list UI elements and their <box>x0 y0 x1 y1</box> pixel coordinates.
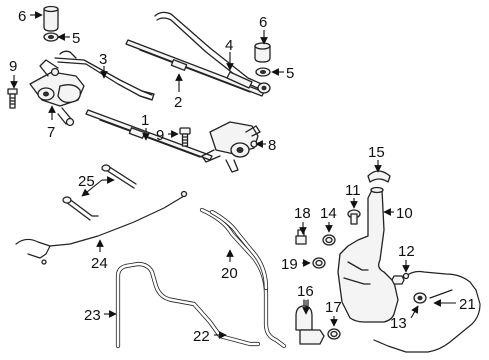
wiper-arm-left <box>54 50 155 101</box>
bolt-left <box>7 88 18 109</box>
callout-9-center: 9 <box>156 127 164 144</box>
callout-23: 23 <box>84 307 101 324</box>
callout-24: 24 <box>91 255 108 272</box>
callout-15: 15 <box>368 144 385 161</box>
callout-6-right: 6 <box>259 14 267 31</box>
wiper-arm-nut-right <box>255 67 271 77</box>
callout-21: 21 <box>459 296 476 313</box>
wiper-arm-cap-left <box>43 5 59 32</box>
callout-3: 3 <box>99 51 107 68</box>
callout-22: 22 <box>193 328 210 345</box>
wiper-arm-cap-right <box>254 42 271 63</box>
washer-nozzle <box>413 292 427 304</box>
callout-17: 17 <box>325 299 342 316</box>
callout-16: 16 <box>297 283 314 300</box>
callout-25: 25 <box>78 173 95 190</box>
pump-grommet <box>327 328 341 340</box>
washer-hose-lower <box>115 261 261 349</box>
callout-14: 14 <box>320 205 337 222</box>
callout-11: 11 <box>345 182 361 199</box>
wiper-pivot-assembly <box>201 121 261 173</box>
callout-8: 8 <box>268 137 276 154</box>
washer-fluid-reservoir <box>337 186 399 323</box>
reservoir-grommet <box>312 257 326 269</box>
callout-12: 12 <box>398 243 415 260</box>
callout-9-left: 9 <box>9 58 17 75</box>
wiper-arm-right <box>154 11 271 94</box>
callout-2: 2 <box>174 94 182 111</box>
washer-hose-center <box>199 207 287 349</box>
pump-seal <box>322 234 336 246</box>
wiper-motor <box>29 59 85 127</box>
callout-6-left: 6 <box>18 8 26 25</box>
callout-5-right: 5 <box>286 65 294 82</box>
callout-5-left: 5 <box>72 30 80 47</box>
callout-13: 13 <box>390 315 407 332</box>
wiper-blade-right <box>125 39 265 97</box>
washer-pump <box>295 299 325 345</box>
washer-hose-clips <box>62 164 137 221</box>
callout-7: 7 <box>47 124 55 141</box>
washer-hose-left <box>15 190 188 265</box>
reservoir-cap <box>367 170 391 183</box>
grommet <box>295 229 307 245</box>
callout-4: 4 <box>225 37 233 54</box>
wiper-arm-nut-left <box>43 32 59 42</box>
rear-washer-hose <box>373 270 481 353</box>
callout-19: 19 <box>281 256 298 273</box>
callout-leaders <box>10 11 456 339</box>
mounting-bolt <box>391 275 405 285</box>
callout-1: 1 <box>141 112 149 129</box>
bolt-center <box>179 127 191 147</box>
callout-20: 20 <box>221 265 238 282</box>
callout-18: 18 <box>294 205 311 222</box>
callout-10: 10 <box>396 205 413 222</box>
reservoir-bolt <box>347 209 361 225</box>
